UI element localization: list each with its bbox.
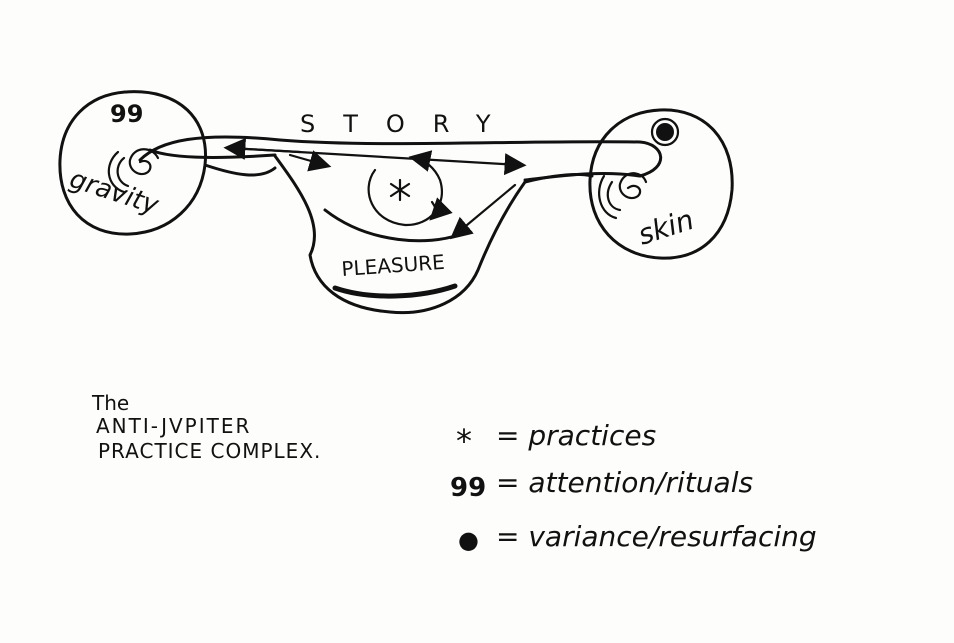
legend-item-variance: ● = variance/resurfacing bbox=[458, 520, 817, 554]
pleasure-basin bbox=[203, 154, 594, 315]
legend-symbol: 99 bbox=[450, 473, 486, 503]
left-circle-gravity bbox=[58, 90, 208, 236]
legend: * = practices 99 = attention/rituals ● =… bbox=[450, 419, 817, 554]
title-line-3: PRACTICE COMPLEX. bbox=[98, 439, 321, 463]
legend-item-practices: * = practices bbox=[456, 419, 656, 460]
legend-text: = variance/resurfacing bbox=[496, 520, 817, 553]
legend-item-attention: 99 = attention/rituals bbox=[450, 466, 753, 503]
title-line-1: The bbox=[91, 391, 129, 415]
pleasure-label: PLEASURE bbox=[341, 250, 446, 281]
story-label: STORY bbox=[300, 110, 519, 138]
title-block: The ANTI-JVPITER PRACTICE COMPLEX. bbox=[91, 391, 321, 463]
legend-text: = attention/rituals bbox=[496, 466, 753, 499]
attention-symbol-left: 99 bbox=[110, 100, 143, 128]
legend-symbol: ● bbox=[458, 526, 479, 554]
legend-symbol: * bbox=[456, 422, 472, 460]
practices-asterisk-symbol bbox=[389, 178, 411, 202]
variance-dot-symbol bbox=[656, 123, 674, 141]
right-circle-skin bbox=[588, 108, 734, 260]
title-line-2: ANTI-JVPITER bbox=[96, 414, 251, 438]
skin-label: skin bbox=[634, 203, 698, 252]
flow-arrows bbox=[223, 137, 527, 240]
legend-text: = practices bbox=[496, 419, 656, 452]
